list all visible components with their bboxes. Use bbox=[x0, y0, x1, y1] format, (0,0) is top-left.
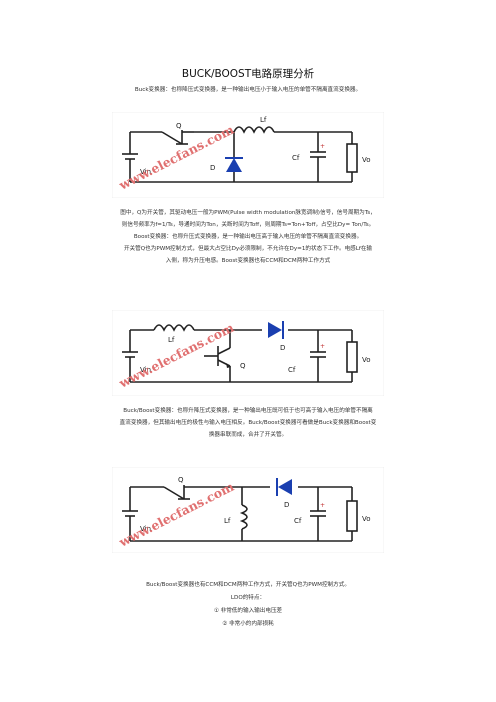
paragraph-line: 则信号频率为f=1/Ts，导通时间为Ton，关断时间为Toff，则周期Ts=To… bbox=[121, 222, 375, 228]
intro-paragraph: Buck变换器：也称降压式变换器，是一种输出电压小于输入电压的单管不隔离直流变换… bbox=[134, 87, 362, 93]
paragraph-line: 直流变换器，但其输出电压的极性与输入电压相反。Buck/Boost变换器可看做是… bbox=[119, 420, 377, 426]
diode-symbol bbox=[226, 158, 242, 172]
label-cf: Cf bbox=[292, 154, 300, 162]
paragraph-line: 图中，Q为开关管，其驱动电压一般为PWM(Pulse width modulat… bbox=[120, 210, 376, 216]
label-vin: Vin bbox=[140, 366, 151, 374]
label-vo: Vo bbox=[362, 515, 371, 523]
paragraph-line: Buck/Boost变换器也有CCM和DCM两种工作方式，开关管Q也为PWM控制… bbox=[146, 582, 350, 588]
buck-boost-circuit-svg: + Q Lf D Cf Vin Vo www.elecfans.com bbox=[112, 467, 384, 553]
ldo-list-item: ① 非常低的输入输出电压差 bbox=[213, 608, 283, 614]
label-lf: Lf bbox=[260, 116, 267, 124]
buck-circuit-svg: + Q Lf D Cf Vin Vo www.elecfans.com bbox=[112, 112, 384, 198]
label-lf: Lf bbox=[168, 336, 175, 344]
label-q: Q bbox=[176, 122, 182, 130]
ldo-heading: LDO的特点： bbox=[230, 595, 266, 601]
label-vo: Vo bbox=[362, 156, 371, 164]
svg-text:+: + bbox=[320, 343, 325, 350]
label-q: Q bbox=[178, 476, 184, 484]
svg-text:+: + bbox=[320, 502, 325, 509]
label-d: D bbox=[284, 501, 289, 509]
boost-circuit-svg: + Lf D Q Cf Vin Vo www.elecfans.com bbox=[112, 310, 384, 396]
label-cf: Cf bbox=[288, 366, 296, 374]
svg-text:+: + bbox=[320, 143, 325, 150]
buck-circuit-diagram: + Q Lf D Cf Vin Vo www.elecfans.com bbox=[112, 112, 384, 198]
diode-symbol bbox=[278, 479, 292, 495]
ldo-list-item: ② 非常小的内部损耗 bbox=[222, 621, 274, 627]
label-q: Q bbox=[240, 362, 246, 370]
label-vin: Vin bbox=[140, 168, 151, 176]
paragraph-line: 开关管Q也为PWM控制方式，但最大占空比Dy必须限制，不允许在Dy=1的状态下工… bbox=[123, 246, 373, 252]
label-cf: Cf bbox=[294, 517, 302, 525]
diode-symbol bbox=[268, 322, 282, 338]
label-vin: Vin bbox=[140, 525, 151, 533]
boost-circuit-diagram: + Lf D Q Cf Vin Vo www.elecfans.com bbox=[112, 310, 384, 396]
label-d: D bbox=[210, 164, 215, 172]
paragraph-line: 入侧，称为升压电感。Boost变换器也有CCM和DCM两种工作方式 bbox=[165, 258, 331, 264]
paragraph-line: 换器串联而成，合并了开关管。 bbox=[208, 432, 288, 438]
page-title: BUCK/BOOST电路原理分析 bbox=[181, 68, 315, 80]
label-lf: Lf bbox=[224, 517, 231, 525]
paragraph-line: Boost变换器：也称升压式变换器，是一种输出电压高于输入电压的单管不隔离直流变… bbox=[133, 234, 363, 240]
label-d: D bbox=[280, 344, 285, 352]
label-vo: Vo bbox=[362, 356, 371, 364]
paragraph-line: Buck/Boost变换器：也称升降压式变换器，是一种输出电压既可低于也可高于输… bbox=[123, 408, 373, 414]
buck-boost-circuit-diagram: + Q Lf D Cf Vin Vo www.elecfans.com bbox=[112, 467, 384, 553]
